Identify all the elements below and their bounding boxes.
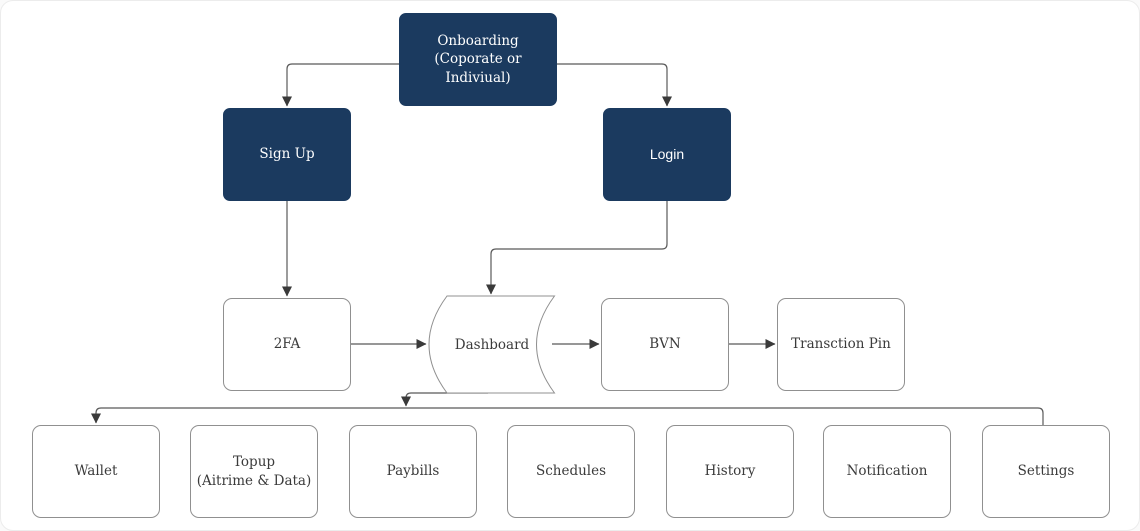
node-topup[interactable]: Topup (Aitrime & Data) — [190, 425, 318, 518]
node-2fa-label: 2FA — [273, 336, 301, 353]
edge-dashboard-branchline — [401, 392, 488, 407]
node-transaction-pin-label: Transction Pin — [791, 336, 891, 353]
edge-onboarding-login — [557, 63, 672, 107]
node-onboarding-label-line2: (Coporate or Indiviual) — [434, 51, 522, 86]
stored-data-shape — [428, 295, 556, 394]
node-settings-label: Settings — [1017, 463, 1075, 480]
node-topup-label-line1: Topup — [232, 454, 276, 471]
node-history-label: History — [704, 463, 756, 480]
node-schedules-label: Schedules — [535, 463, 607, 480]
node-paybills-label: Paybills — [386, 463, 440, 480]
node-bvn-label: BVN — [649, 336, 681, 353]
node-dashboard-label: Dashboard — [454, 336, 530, 353]
edge-branchline-settings-wallet — [91, 407, 1044, 425]
node-history[interactable]: History — [666, 425, 794, 518]
node-topup-label-line2: (Aitrime & Data) — [196, 472, 312, 489]
node-wallet-label: Wallet — [74, 463, 118, 480]
node-login-label: Login — [649, 146, 685, 163]
node-notification-label: Notification — [846, 463, 928, 480]
node-sign-up[interactable]: Sign Up — [223, 108, 351, 201]
node-sign-up-label: Sign Up — [259, 146, 315, 163]
edge-login-dashboard — [486, 201, 668, 295]
node-schedules[interactable]: Schedules — [507, 425, 635, 518]
node-onboarding[interactable]: Onboarding (Coporate or Indiviual) — [399, 13, 557, 106]
node-wallet[interactable]: Wallet — [32, 425, 160, 518]
node-login[interactable]: Login — [603, 108, 731, 201]
node-bvn[interactable]: BVN — [601, 298, 729, 391]
node-paybills[interactable]: Paybills — [349, 425, 477, 518]
node-2fa[interactable]: 2FA — [223, 298, 351, 391]
edge-onboarding-signup — [282, 63, 399, 107]
node-settings[interactable]: Settings — [982, 425, 1110, 518]
node-notification[interactable]: Notification — [823, 425, 951, 518]
node-dashboard[interactable]: Dashboard — [428, 295, 556, 394]
node-transaction-pin[interactable]: Transction Pin — [777, 298, 905, 391]
node-onboarding-label-line1: Onboarding — [437, 33, 519, 50]
